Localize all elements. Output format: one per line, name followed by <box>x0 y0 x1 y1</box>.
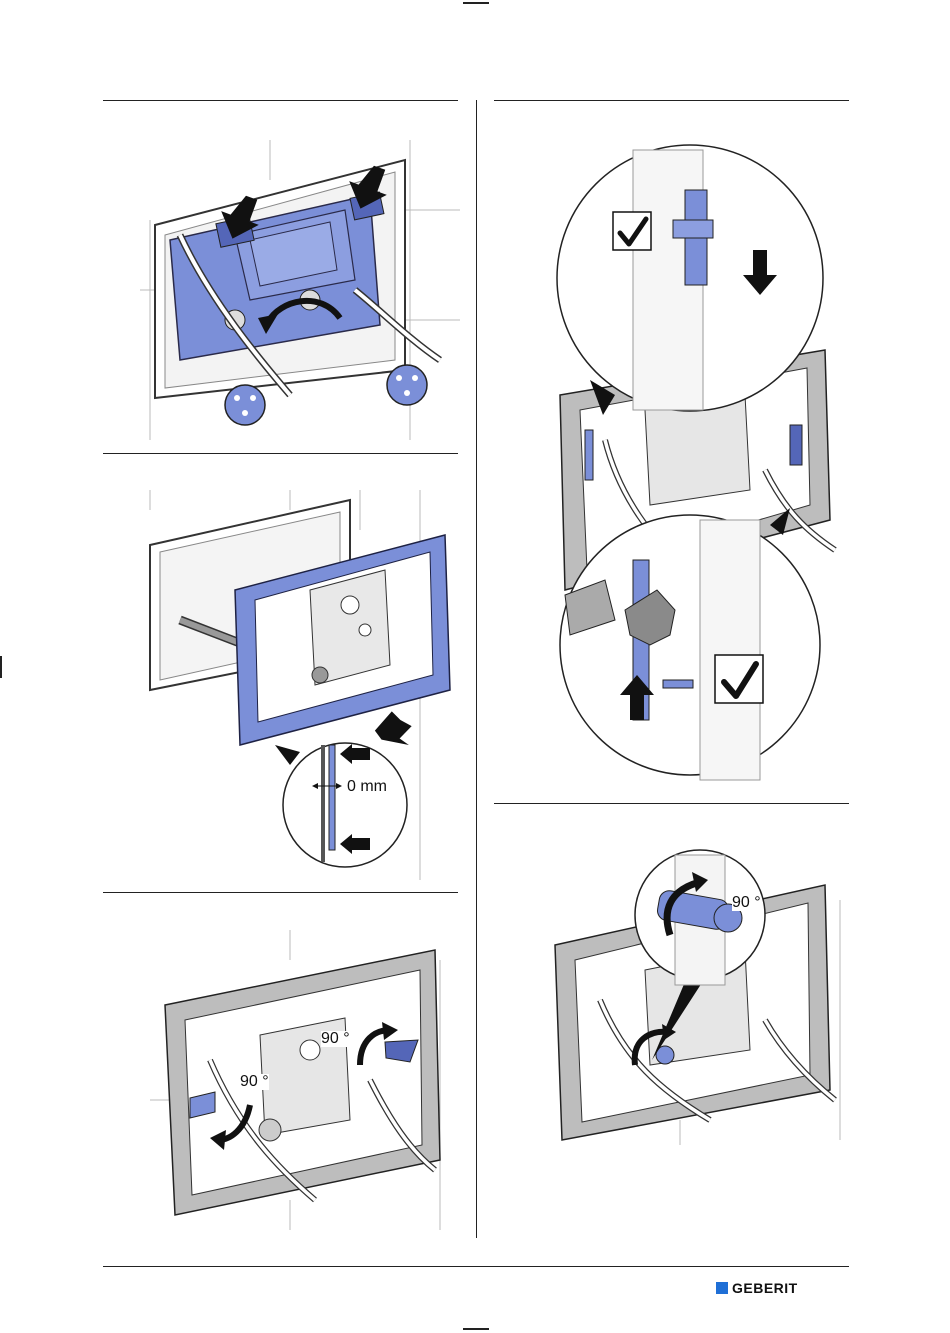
section-divider <box>103 100 458 101</box>
gap-label: 0 mm <box>347 779 387 795</box>
checkmark-icon <box>614 213 652 251</box>
step5-illustration <box>540 840 860 1150</box>
page-bottom-mark <box>463 1328 489 1330</box>
margin-mark <box>0 656 2 678</box>
angle-label: 90 ° <box>732 895 761 911</box>
page-top-mark <box>463 2 489 4</box>
section-divider <box>494 803 849 804</box>
step2-illustration <box>140 490 460 880</box>
section-divider <box>103 892 458 893</box>
step3-illustration <box>150 930 460 1230</box>
logo-text: GEBERIT <box>732 1280 798 1296</box>
section-divider <box>494 100 849 101</box>
column-divider <box>476 100 477 1238</box>
logo-square-icon <box>716 1282 728 1294</box>
footer-divider <box>103 1266 849 1267</box>
geberit-logo: GEBERIT <box>716 1280 798 1296</box>
section-divider <box>103 453 458 454</box>
angle-label-left: 90 ° <box>240 1074 269 1090</box>
step1-illustration <box>140 140 460 440</box>
step4-illustration <box>545 140 855 790</box>
angle-label-right: 90 ° <box>321 1031 350 1047</box>
checkmark-icon <box>716 656 764 704</box>
